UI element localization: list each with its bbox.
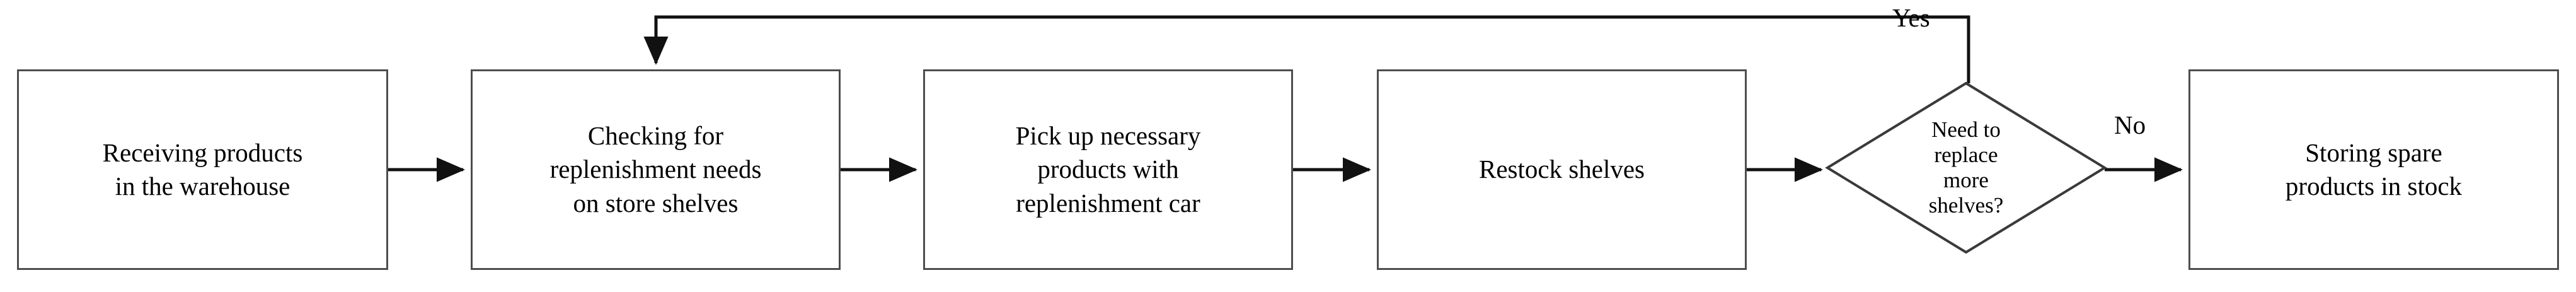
edge-label-yes: Yes <box>1892 3 1930 32</box>
process-box-restock-shelves[interactable]: Restock shelves <box>1377 69 1747 270</box>
process-box-restock-shelves-label: Restock shelves <box>1478 155 1645 184</box>
connector-decision-yes-feedback-loop <box>643 15 1970 83</box>
decision-diamond-shape <box>1825 81 2107 254</box>
edge-label-no: No <box>2114 110 2146 139</box>
